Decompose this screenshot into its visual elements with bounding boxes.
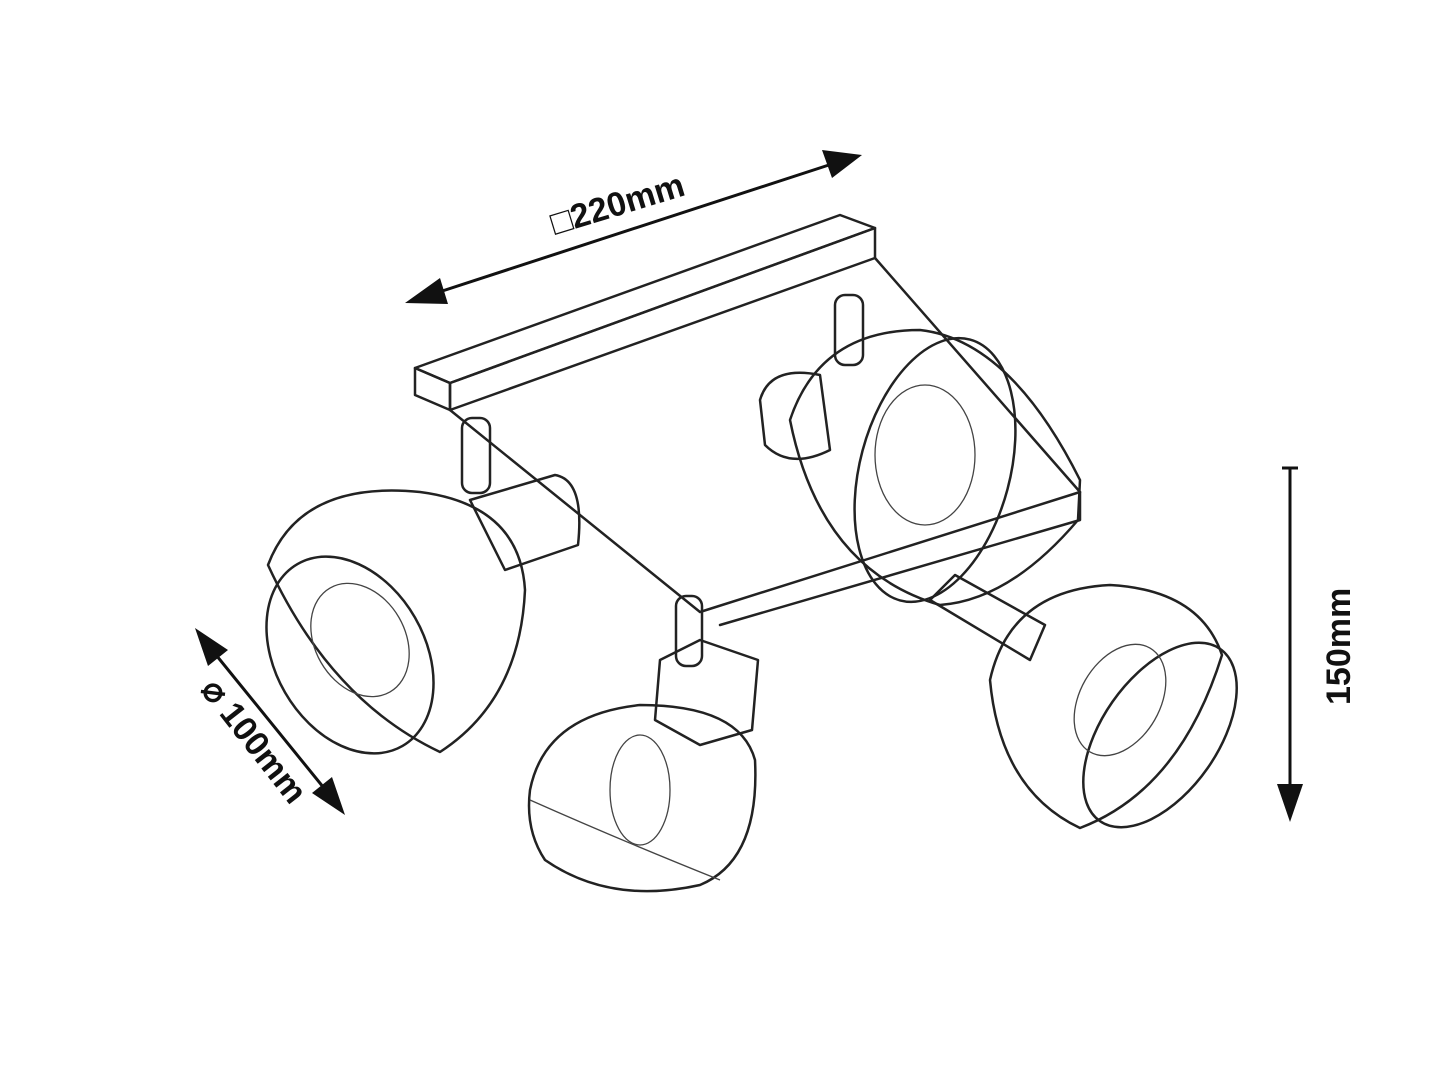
spot-stem: [674, 594, 704, 668]
spotlight-front-right: [928, 573, 1238, 830]
spotlight-middle: [527, 594, 760, 893]
arrowhead-up: [195, 628, 228, 666]
width-dimension: □220mm: [405, 150, 862, 304]
spot-shade: [988, 583, 1224, 830]
diameter-dimension-line: [210, 649, 330, 794]
height-label: 150mm: [1320, 588, 1358, 705]
ceiling-plate: [413, 213, 1082, 627]
spot-rim: [265, 555, 435, 755]
spot-rim: [1082, 641, 1238, 829]
spot-shade: [788, 328, 1082, 607]
arrowhead-right: [822, 150, 862, 178]
spot-arm: [928, 573, 1047, 662]
bulb: [609, 734, 671, 846]
bulb: [1073, 643, 1167, 757]
arrowhead-down-right: [312, 777, 345, 815]
spot-shade: [266, 489, 527, 754]
spot-stem: [460, 416, 492, 495]
spot-shade: [527, 703, 757, 893]
spotlight-back-right: [758, 293, 1082, 607]
height-dimension: 150mm: [1277, 466, 1358, 822]
width-label: □220mm: [546, 166, 689, 243]
spot-rim: [853, 336, 1017, 604]
spot-arm: [468, 473, 581, 572]
spot-stem: [833, 293, 865, 367]
spot-rim: [529, 799, 721, 881]
plate-front-edge: [413, 366, 452, 412]
bulb: [874, 384, 976, 526]
arrowhead-down: [1277, 784, 1303, 822]
spot-arm: [653, 638, 760, 747]
width-dimension-line: [429, 161, 836, 297]
plate-side-edge: [448, 226, 877, 412]
spotlight-left: [265, 416, 581, 755]
arrowhead-left: [405, 278, 448, 304]
spot-arm: [758, 371, 832, 461]
plate-top-face: [413, 213, 877, 385]
diameter-label: ⌀ 100mm: [194, 672, 315, 811]
plate-right-edge: [873, 256, 1082, 494]
bulb: [310, 582, 410, 698]
